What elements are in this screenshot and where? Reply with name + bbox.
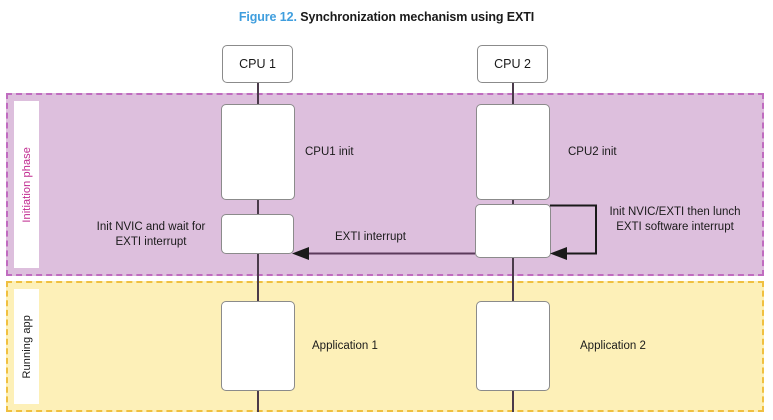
phase-label-running-text: Running app bbox=[20, 314, 33, 379]
header-label-cpu2: CPU 2 bbox=[494, 57, 531, 71]
activation-box-cpu1-wait[interactable] bbox=[221, 214, 294, 254]
message-label-exti-interrupt: EXTI interrupt bbox=[335, 231, 406, 243]
activation-box-application-2[interactable] bbox=[476, 301, 550, 391]
phase-label-running: Running app bbox=[14, 289, 39, 404]
figure-caption: Figure 12. Synchronization mechanism usi… bbox=[0, 10, 773, 24]
header-box-cpu2[interactable] bbox=[477, 45, 548, 83]
header-label-cpu1: CPU 1 bbox=[239, 57, 276, 71]
figure-title: Synchronization mechanism using EXTI bbox=[300, 10, 535, 24]
phase-band-running bbox=[6, 281, 764, 412]
activation-box-cpu2-init[interactable] bbox=[476, 104, 550, 200]
activation-label-application-1: Application 1 bbox=[312, 340, 378, 352]
activation-box-cpu1-init[interactable] bbox=[221, 104, 295, 200]
activation-box-application-1[interactable] bbox=[221, 301, 295, 391]
activation-label-cpu1-wait: Init NVIC and wait for EXTI interrupt bbox=[96, 221, 206, 248]
phase-label-initiation-text: Initiation phase bbox=[20, 146, 33, 223]
activation-label-cpu2-software: Init NVIC/EXTI then lunch EXTI software … bbox=[609, 206, 741, 233]
header-box-cpu1[interactable] bbox=[222, 45, 293, 83]
phase-label-initiation: Initiation phase bbox=[14, 101, 39, 268]
figure-number: Figure 12. bbox=[238, 10, 297, 24]
activation-label-cpu2-init: CPU2 init bbox=[568, 146, 617, 158]
activation-box-cpu2-software[interactable] bbox=[475, 204, 551, 258]
activation-label-cpu1-init: CPU1 init bbox=[305, 146, 354, 158]
activation-label-application-2: Application 2 bbox=[580, 340, 646, 352]
phase-band-initiation bbox=[6, 93, 764, 276]
